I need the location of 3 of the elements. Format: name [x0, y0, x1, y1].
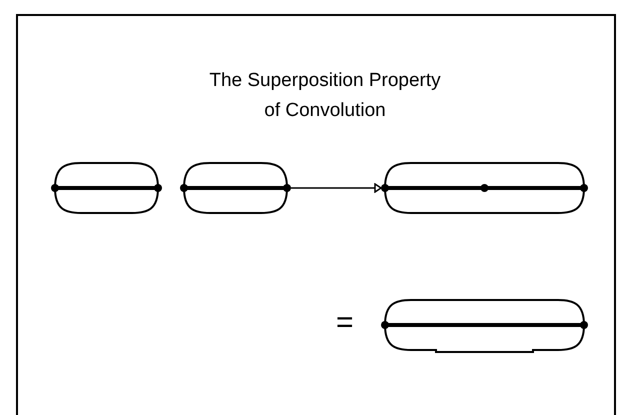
title: The Superposition Property of Convolution: [208, 69, 442, 123]
equals-sign: =: [336, 306, 354, 340]
arrow: [291, 183, 382, 193]
